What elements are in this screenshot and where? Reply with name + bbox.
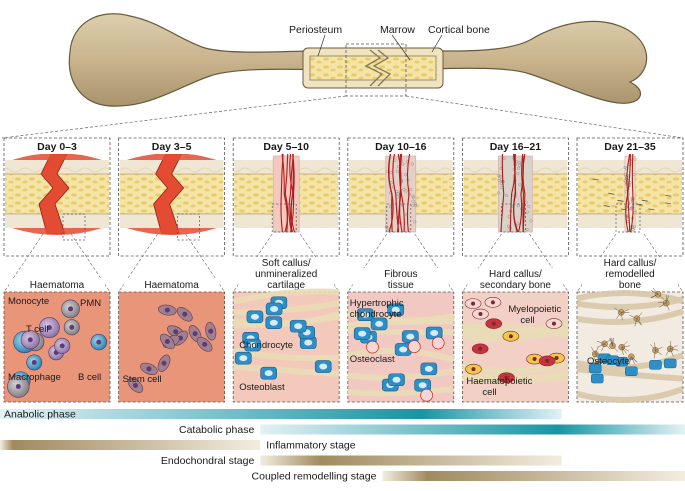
cell-label-2-1: Stem cell [123,374,162,385]
phase-bar-1 [0,409,562,419]
phase-label-1: Anabolic phase [4,409,76,421]
tissue-label-4-2: tissue [388,280,415,291]
tissue-label-3-2: unmineralized [255,269,317,280]
phase-4: Endochondral stage [158,455,562,467]
day-label-1: Day 0–3 [37,141,77,153]
tissue-label-3-3: cartilage [267,280,305,291]
phase-3: Inflammatory stage [0,440,356,452]
cell-label-5-2: cell [520,315,534,326]
day-label-2: Day 3–5 [152,141,192,153]
phase-bar-5 [382,471,685,481]
tissue-label-5-2: secondary bone [480,280,552,291]
cell-label-1-3: T cell [26,324,49,335]
zoom-lines [1,95,684,139]
cell-label-5-3: Haematopoietic [466,376,532,387]
tissue-label-6-1: Hard callus/ [604,258,657,269]
stage-panel-4: Day 10–16FibroustissueHypertrophicchondr… [347,137,455,403]
phase-label-3: Inflammatory stage [266,440,355,452]
cell-label-1-5: B cell [78,372,101,383]
cell-label-4-3: Osteoclast [350,354,395,365]
tissue-label-2-1: Haematoma [144,280,199,291]
femur-illustration [68,13,648,107]
phase-5: Coupled remodelling stage [249,470,685,483]
day-label-6: Day 21–35 [604,141,656,153]
tissue-label-4-1: Fibrous [384,269,417,280]
cell-label-1-2: PMN [80,298,101,309]
day-label-3: Day 5–10 [263,141,309,153]
phase-bar-4 [260,455,562,466]
cell-label-4-1: Hypertrophic [350,298,404,309]
phase-bar-2 [260,424,685,435]
cell-label-5-4: cell [482,387,496,398]
day-label-4: Day 10–16 [375,141,427,153]
label-cortical-bone: Cortical bone [428,24,490,36]
phase-label-4: Endochondral stage [161,455,255,467]
phase-bar-3 [0,440,261,450]
phase-label-2: Catabolic phase [179,424,254,436]
tissue-label-6-3: bone [619,280,642,291]
tissue-label-1-1: Haematoma [30,280,85,291]
label-marrow: Marrow [380,24,415,36]
bone-labels: Periosteum Marrow Cortical bone [289,24,490,61]
cell-label-6-1: Osteocyte [587,356,630,367]
phase-label-5: Coupled remodelling stage [252,471,377,483]
day-label-5: Day 16–21 [490,141,542,153]
tissue-label-6-2: remodelled [605,269,654,280]
cell-label-5-1: Myelopoietic [508,304,561,315]
cell-label-3-1: Chondrocyte [239,340,293,351]
phase-2: Catabolic phase [176,424,685,436]
cell-label-4-2: chondrocyte [350,309,402,320]
label-periosteum: Periosteum [289,24,342,36]
cell-label-1-1: Monocyte [8,296,49,307]
cell-label-1-4: Macrophage [8,372,61,383]
tissue-label-3-1: Soft callus/ [262,258,311,269]
phase-1: Anabolic phase [0,409,562,421]
tissue-label-5-1: Hard callus/ [489,269,542,280]
cell-label-3-2: Osteoblast [239,382,285,393]
